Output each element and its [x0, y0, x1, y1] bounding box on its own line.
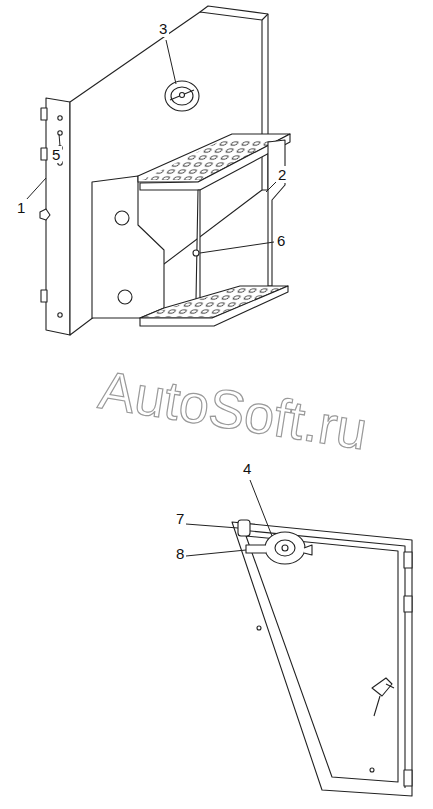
- watermark: AutoSoft.ru: [96, 362, 371, 458]
- callout-number: 8: [174, 545, 186, 562]
- callout-number: 3: [157, 20, 169, 37]
- callout-number: 1: [15, 199, 27, 216]
- callout-number: 7: [174, 510, 186, 527]
- callout-number: 2: [276, 166, 288, 183]
- callout-number: 5: [50, 146, 62, 163]
- callout-number: 6: [275, 232, 287, 249]
- callout-number: 4: [241, 460, 253, 477]
